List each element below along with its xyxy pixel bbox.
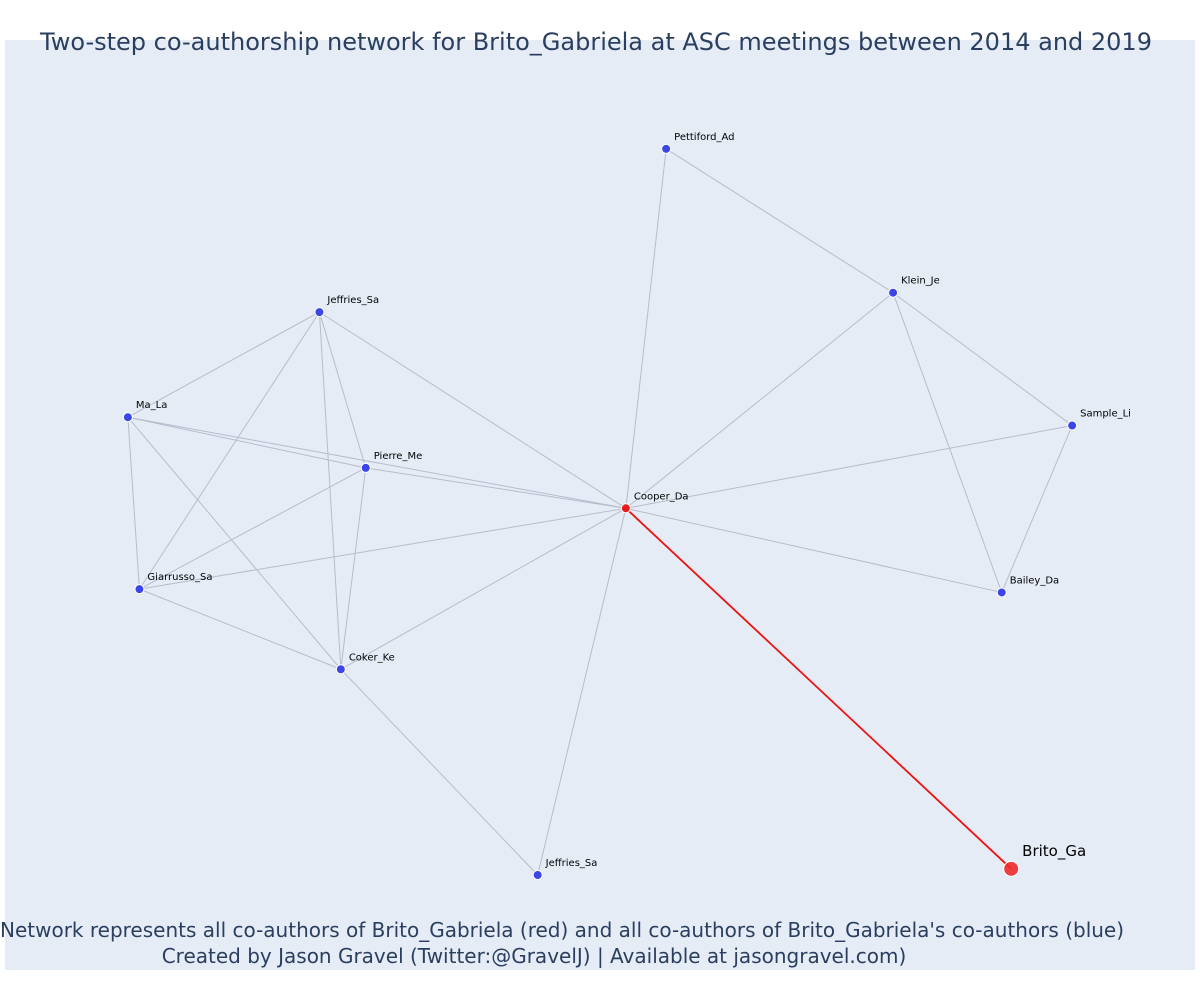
node-label-jeffries_top: Jeffries_Sa — [326, 295, 379, 306]
edge-ma-coker — [127, 416, 342, 670]
edge-jeffries_top-giarrusso — [139, 311, 320, 590]
edge-cooper-ma — [127, 416, 626, 509]
edge-klein-sample — [892, 292, 1073, 426]
node-label-klein: Klein_Je — [901, 276, 940, 287]
node-label-brito: Brito_Ga — [1022, 842, 1086, 861]
edge-cooper-sample — [625, 425, 1073, 509]
edge-coker-jeffries_bottom — [340, 668, 539, 876]
node-label-cooper: Cooper_Da — [634, 491, 689, 502]
edge-cooper-klein — [625, 292, 894, 509]
edge-cooper-pierre — [365, 467, 626, 509]
edge-cooper-jeffries_top — [319, 311, 627, 509]
node-sample[interactable] — [1067, 420, 1078, 431]
edges-layer — [127, 148, 1073, 876]
nodes-layer — [122, 143, 1078, 881]
edge-jeffries_top-pierre — [318, 311, 367, 469]
node-label-sample: Sample_Li — [1080, 409, 1131, 420]
node-coker[interactable] — [335, 664, 346, 675]
labels-layer: Brito_Ga Cooper_Da Pettiford_AdKlein_JeSam… — [136, 132, 1131, 869]
node-klein[interactable] — [888, 287, 899, 298]
node-brito[interactable] — [1003, 860, 1020, 877]
edge-cooper-giarrusso — [139, 507, 626, 590]
node-jeffries_top[interactable] — [314, 307, 325, 318]
edge-pierre-coker — [340, 467, 367, 670]
edge-ma-giarrusso — [127, 417, 140, 590]
edge-cooper-coker — [340, 507, 627, 670]
node-label-coker: Coker_Ke — [349, 652, 395, 663]
edge-sample-bailey — [1001, 425, 1073, 593]
node-pierre[interactable] — [360, 462, 371, 473]
edge-cooper-bailey — [625, 507, 1002, 593]
edge-ma-pierre — [127, 416, 366, 469]
node-label-pierre: Pierre_Me — [374, 451, 423, 462]
node-bailey[interactable] — [996, 587, 1007, 598]
node-pettiford[interactable] — [661, 143, 672, 154]
caption-line-1: Network represents all co-authors of Bri… — [0, 918, 1125, 942]
edge-jeffries_top-ma — [127, 311, 320, 418]
node-cooper[interactable] — [620, 503, 631, 514]
node-label-giarrusso: Giarrusso_Sa — [147, 572, 212, 583]
edge-cooper-brito — [625, 507, 1012, 870]
edge-pettiford-klein — [665, 148, 894, 294]
caption-line-2: Created by Jason Gravel (Twitter:@Gravel… — [161, 944, 907, 968]
node-label-pettiford: Pettiford_Ad — [674, 132, 734, 143]
edge-cooper-jeffries_bottom — [537, 508, 627, 876]
node-jeffries_bottom[interactable] — [532, 870, 543, 881]
node-giarrusso[interactable] — [134, 584, 145, 595]
chart-title: Two-step co-authorship network for Brito… — [40, 28, 1152, 56]
node-ma[interactable] — [122, 412, 133, 423]
edge-klein-bailey — [892, 292, 1003, 593]
edge-pierre-giarrusso — [139, 467, 366, 590]
plot-area — [5, 40, 1195, 970]
node-label-jeffries_bottom: Jeffries_Sa — [545, 858, 598, 869]
node-label-bailey: Bailey_Da — [1010, 575, 1059, 586]
node-label-ma: Ma_La — [136, 400, 167, 411]
edge-cooper-pettiford — [625, 148, 667, 509]
edge-jeffries_top-coker — [318, 312, 342, 670]
edge-giarrusso-coker — [139, 588, 342, 670]
